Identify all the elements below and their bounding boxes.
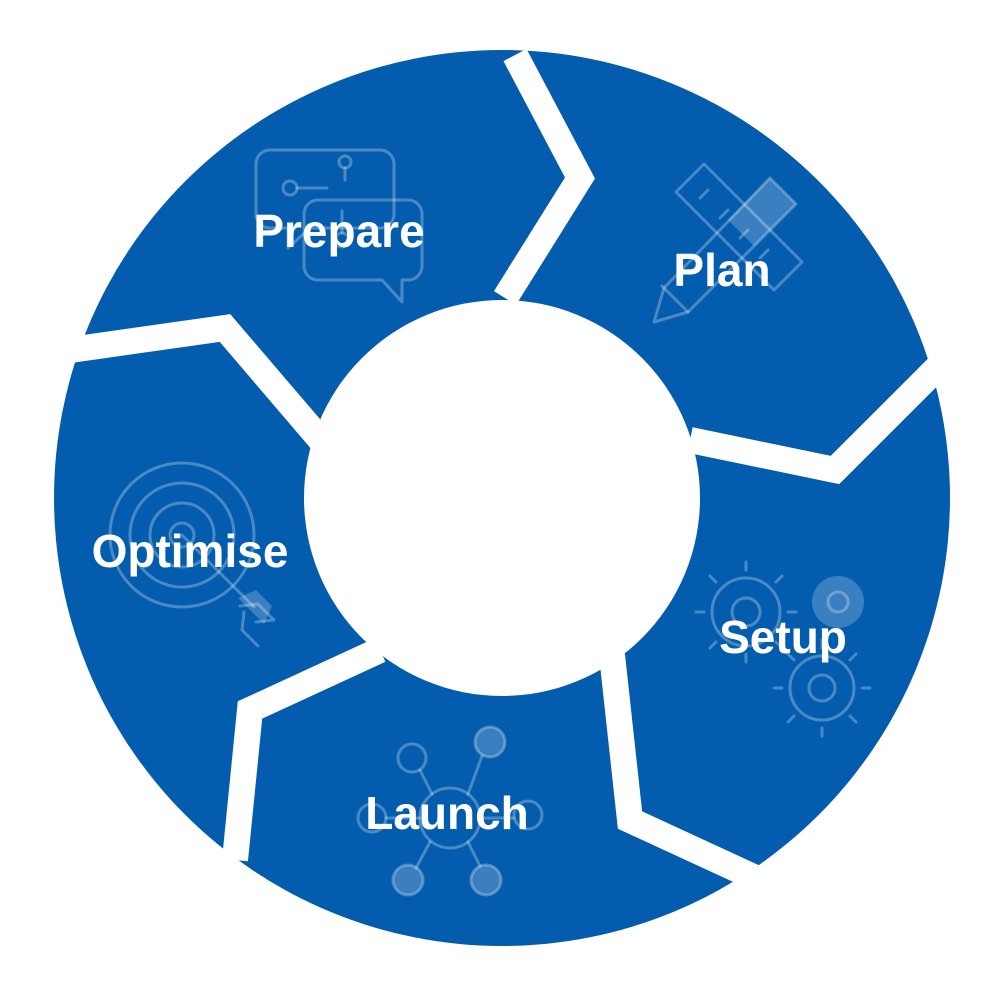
gears-icon [694,560,872,738]
segment-optimise: Optimise [92,461,289,648]
segment-launch: Launch [356,725,544,897]
segment-prepare: Prepare [253,148,425,304]
segment-label-setup: Setup [719,611,847,663]
segment-plan: Plan [652,162,804,324]
segment-setup: Setup [694,560,872,738]
segment-label-launch: Launch [365,787,529,839]
segment-label-plan: Plan [673,244,770,296]
target-arrow-icon [108,461,276,648]
network-nodes-icon [356,725,544,897]
pencil-ruler-icon [652,162,804,324]
segment-label-prepare: Prepare [253,205,424,257]
segment-label-optimise: Optimise [92,525,289,577]
chat-bubbles-icon [254,148,424,304]
